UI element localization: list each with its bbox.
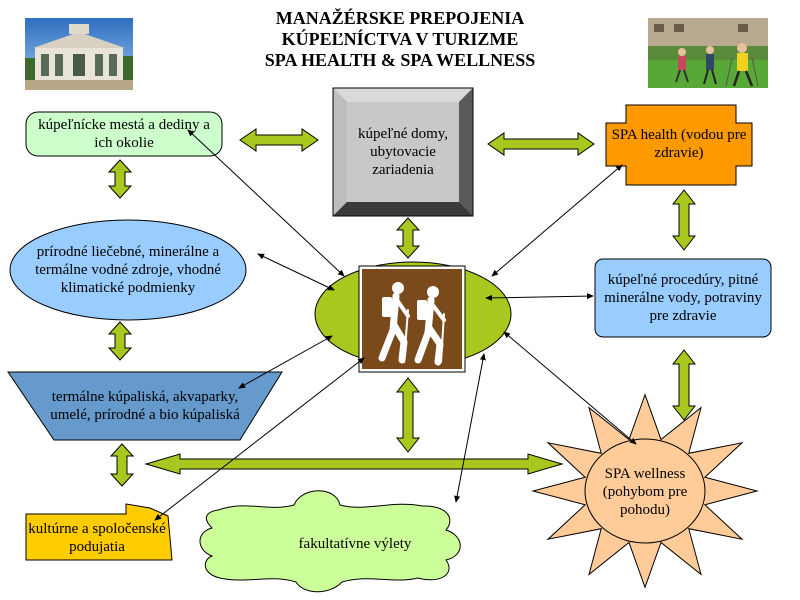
spa-health-shape — [605, 104, 753, 186]
spa-colonnade-photo — [25, 18, 133, 90]
title-line-2: KÚPEĽNÍCTVA V TURIZME — [281, 29, 519, 49]
thin-arrows — [154, 129, 637, 521]
arrow-towns-sources — [107, 159, 133, 199]
arrow-culture-wellness — [144, 453, 564, 475]
title-line-1: MANAŽÉRSKE PREPOJENIA — [275, 8, 525, 28]
arrow-towns-houses — [239, 128, 319, 152]
spa-houses-frame — [332, 87, 474, 217]
spa-towns-label: kúpeľnícke mestá a dediny a ich okolie — [38, 117, 210, 151]
procedures-box — [594, 258, 772, 338]
arrow-pools-culture — [109, 443, 135, 487]
optional-trips-label: fakultatívne výlety — [298, 536, 412, 552]
page-title: MANAŽÉRSKE PREPOJENIA KÚPEĽNÍCTVA V TURI… — [200, 8, 600, 71]
spa-houses-label: kúpeľné domy, ubytovacie zariadenia — [357, 126, 449, 178]
spa-wellness-sun — [584, 438, 706, 544]
arrow-center-trips — [395, 377, 421, 453]
culture-events-label: kultúrne a spoločenské podujatia — [28, 521, 166, 555]
hikers-icon — [358, 265, 466, 373]
arrow-houses-center — [395, 217, 421, 259]
arrow-health-procedures — [671, 189, 697, 251]
nordic-walkers-photo — [648, 18, 768, 88]
title-line-3: SPA HEALTH & SPA WELLNESS — [264, 50, 536, 70]
arrow-sources-pools — [107, 321, 133, 361]
arrow-procedures-wellness — [671, 349, 697, 421]
thermal-pools-label: termálne kúpaliská, akvaparky, umelé, pr… — [50, 389, 240, 423]
spa-health-label: SPA health (vodou pre zdravie) — [611, 127, 747, 161]
spa-wellness-label: SPA wellness (pohybom pre pohodu) — [602, 466, 688, 518]
natural-sources-label: prírodné liečebné, minerálne a termálne … — [35, 244, 221, 296]
procedures-label: kúpeľné procedúry, pitné minerálne vody,… — [604, 272, 762, 324]
arrow-houses-health — [487, 132, 595, 156]
